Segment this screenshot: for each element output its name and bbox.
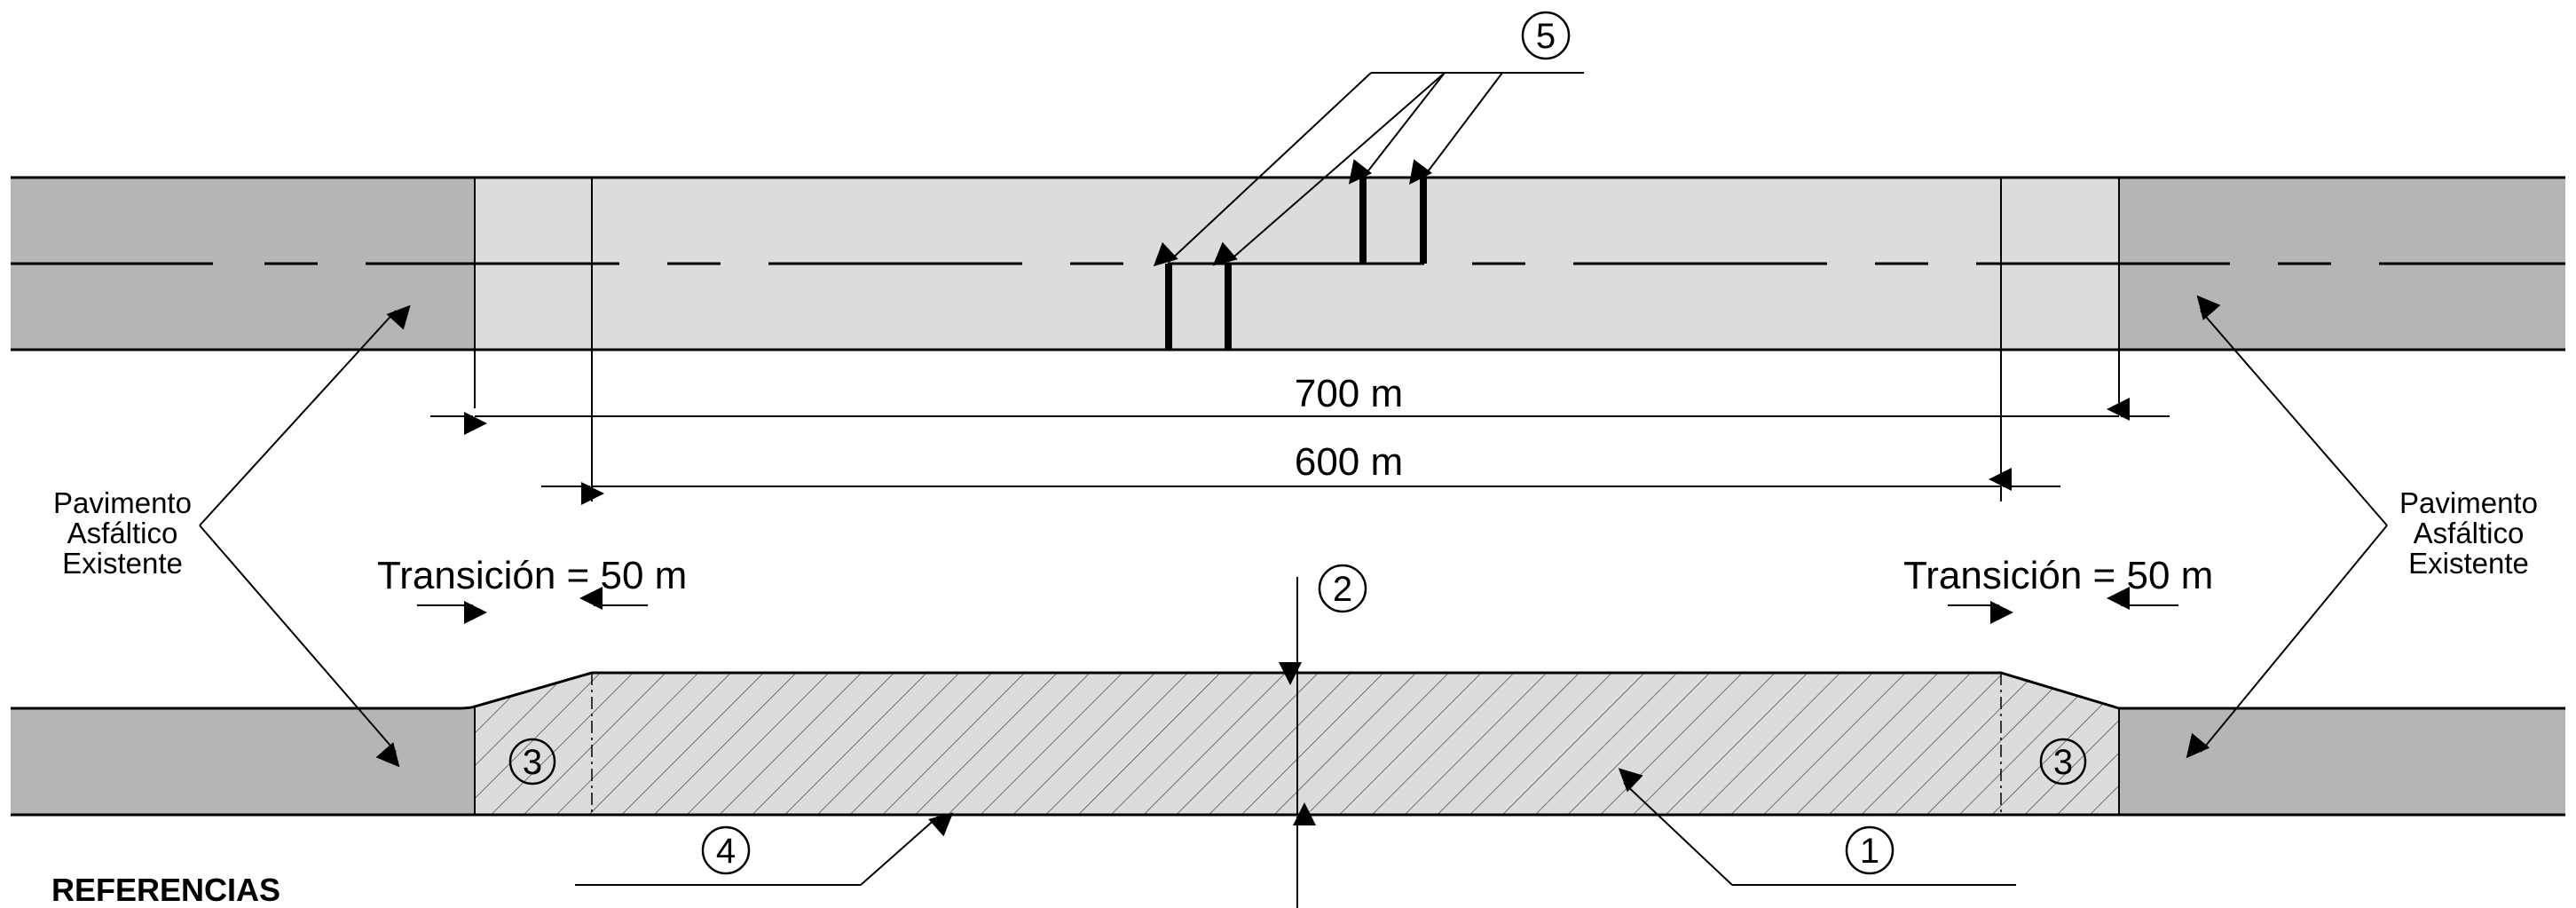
- dimension-600-label: 600 m: [1295, 440, 1403, 484]
- svg-text:Pavimento: Pavimento: [2399, 486, 2538, 519]
- callout-1-label: 1: [1860, 832, 1879, 871]
- svg-text:Asfáltico: Asfáltico: [67, 517, 178, 549]
- existing-pavement-right-arrows: [2186, 295, 2388, 759]
- callout-2-label: 2: [1333, 570, 1352, 609]
- callout-5-label: 5: [1536, 17, 1556, 56]
- callout-3-left-circle: [508, 738, 556, 786]
- existing-pavement-left-arrows: [199, 304, 411, 768]
- callout-5-leaders: [1153, 72, 1584, 267]
- svg-text:Pavimento: Pavimento: [53, 486, 192, 519]
- callout-1-leader: [1618, 768, 2016, 886]
- callout-3-left-label: 3: [523, 743, 542, 782]
- dimension-700-label: 700 m: [1295, 372, 1403, 415]
- callout-3-right-label: 3: [2053, 743, 2073, 782]
- references-title: REFERENCIAS: [51, 872, 280, 908]
- existing-pavement-left-label: Pavimento Asfáltico Existente: [53, 486, 192, 580]
- existing-pavement-left-profile: [11, 708, 475, 815]
- existing-pavement-right-profile: [2119, 708, 2565, 815]
- existing-pavement-right-label: Pavimento Asfáltico Existente: [2399, 486, 2538, 580]
- plan-view: 5: [11, 11, 2565, 501]
- callout-1-circle: [1845, 825, 1895, 875]
- svg-text:Existente: Existente: [62, 547, 183, 580]
- transition-left-label: Transición = 50 m: [377, 554, 687, 597]
- callout-4-label: 4: [716, 832, 736, 871]
- new-overlay-outline: [456, 671, 2120, 710]
- callout-5-circle: [1521, 11, 1571, 60]
- callout-3-right-circle: [2039, 738, 2087, 786]
- callout-4-circle: [701, 825, 751, 875]
- profile-view: 3 3 2 4 1: [11, 564, 2565, 908]
- svg-text:Existente: Existente: [2408, 547, 2529, 580]
- callout-4-leader: [575, 812, 954, 886]
- svg-text:Asfáltico: Asfáltico: [2414, 517, 2525, 549]
- callout-2-circle: [1318, 564, 1367, 613]
- transition-right-label: Transición = 50 m: [1903, 554, 2213, 597]
